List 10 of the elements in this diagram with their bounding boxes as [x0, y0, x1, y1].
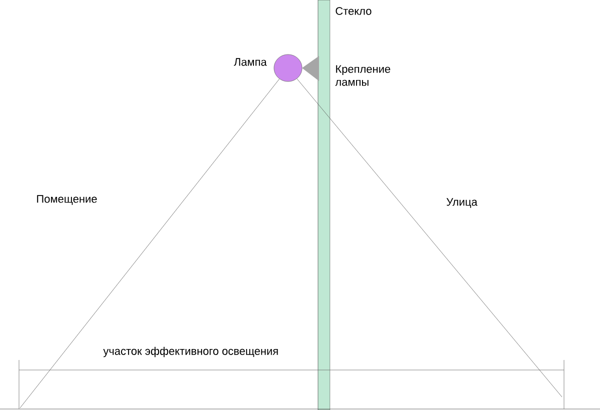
area-label: Помещение: [37, 195, 97, 205]
dimension-label: участок эффективного освещения: [103, 346, 278, 358]
node-caption: Лампа: [234, 58, 267, 66]
glass-pane: [318, 0, 330, 410]
lamp-circle: [274, 54, 302, 82]
mount-label: Крепление лампы: [335, 65, 390, 86]
node-caption: Стекло: [336, 7, 372, 15]
area-label: Улица: [446, 198, 478, 208]
light-ray: [296, 78, 562, 398]
light-ray: [20, 78, 280, 408]
